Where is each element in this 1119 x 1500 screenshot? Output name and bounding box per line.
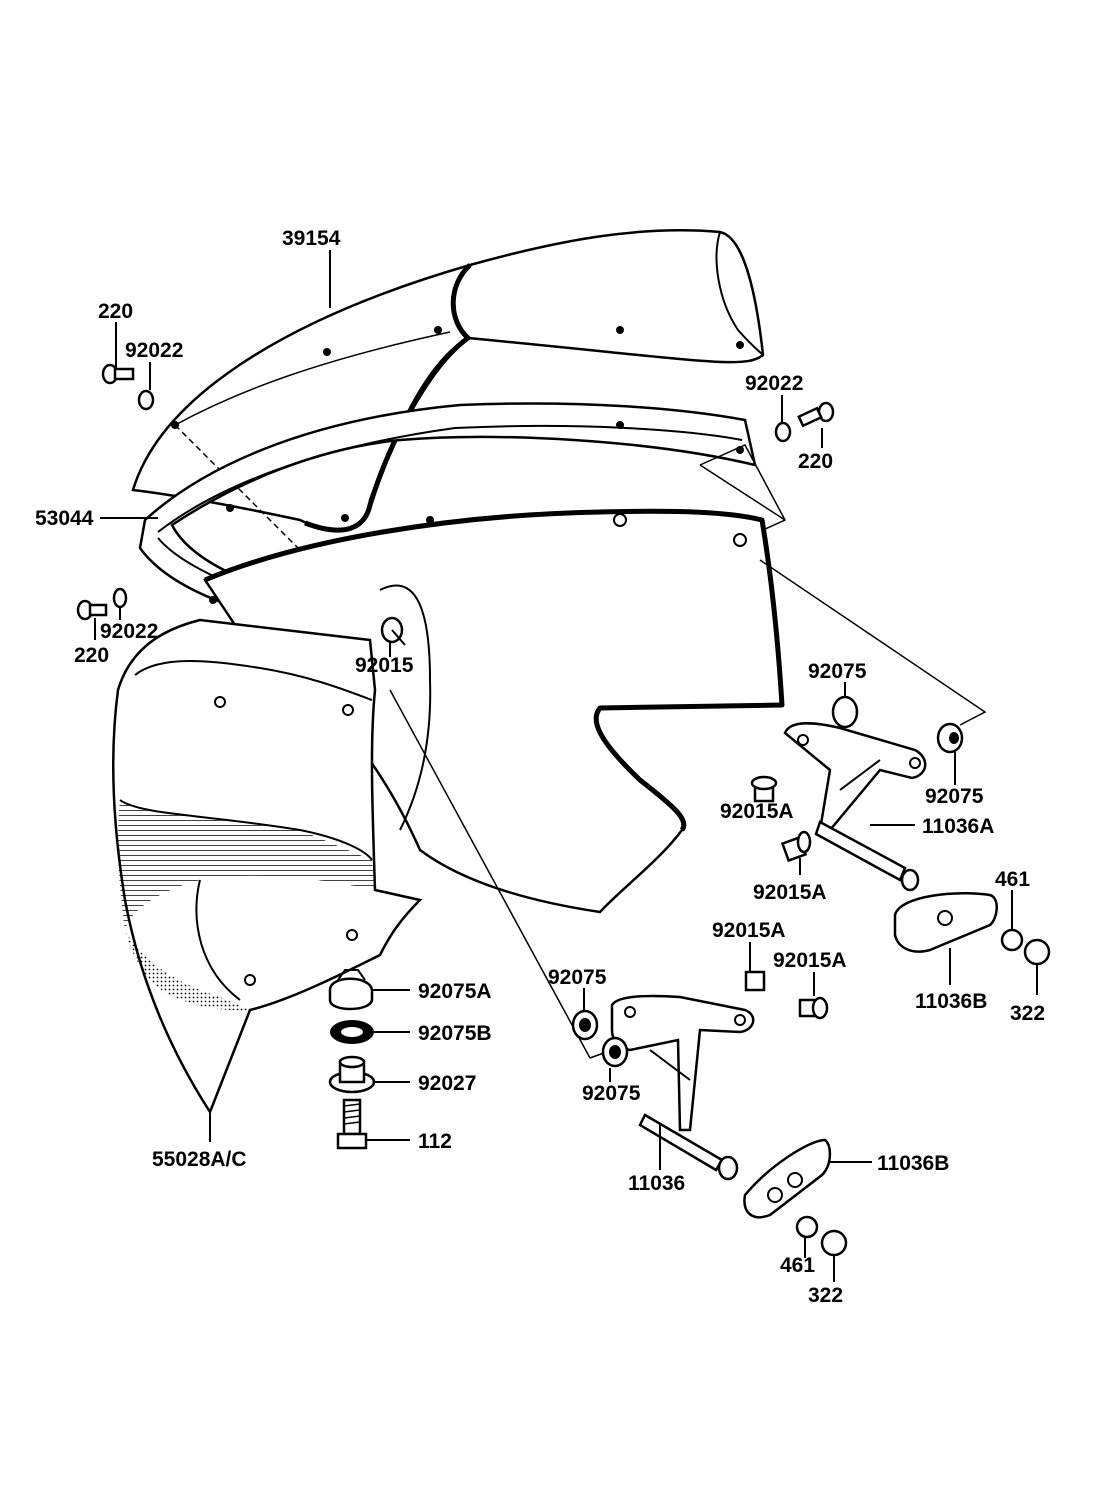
label-112: 112 <box>418 1130 452 1153</box>
upper-mount-bracket <box>783 722 927 832</box>
label-39154: 39154 <box>282 227 341 250</box>
plate-11036B-lower <box>743 1138 832 1219</box>
label-92022-a: 92022 <box>125 339 183 362</box>
bolt-92015A-lower <box>744 970 766 992</box>
grommet-92015 <box>380 616 406 646</box>
nut-461-upper <box>1000 928 1024 952</box>
label-461-b: 461 <box>780 1254 815 1277</box>
label-92075-c: 92075 <box>548 966 607 989</box>
grommet-92075-lower-2 <box>601 1036 629 1068</box>
label-11036: 11036 <box>628 1172 685 1195</box>
label-55028AC: 55028A/C <box>152 1148 247 1171</box>
label-92075-b: 92075 <box>925 785 984 808</box>
grommet-92075-upper-right <box>936 722 964 754</box>
washer-92075B <box>330 1020 374 1044</box>
cap-322-lower <box>820 1229 848 1257</box>
bolt-92015A-lower-2 <box>798 996 829 1020</box>
screw-220-left <box>76 599 108 621</box>
label-92075B: 92075B <box>418 1022 492 1045</box>
inner-panel <box>203 508 785 914</box>
bolt-92015A-upper-2 <box>780 830 812 863</box>
label-11036B-a: 11036B <box>915 990 987 1013</box>
label-92075A: 92075A <box>418 980 492 1003</box>
washer-92022-upper-right <box>774 421 792 443</box>
leader-lines <box>94 250 1038 1282</box>
nut-461-lower <box>795 1215 819 1239</box>
lower-mount-bracket <box>610 994 755 1132</box>
washer-92022-left <box>112 587 128 609</box>
label-220-b: 220 <box>798 450 833 473</box>
part-labels: 39154 220 92022 92022 220 53044 92022 22… <box>35 227 1045 1307</box>
label-92075-a: 92075 <box>808 660 867 683</box>
bolt-92015A-upper <box>750 775 778 803</box>
grommet-92075A <box>328 969 374 1011</box>
label-220-c: 220 <box>74 644 109 667</box>
label-92027: 92027 <box>418 1072 476 1095</box>
label-92015: 92015 <box>355 654 414 677</box>
label-322-b: 322 <box>808 1284 843 1307</box>
label-11036B-b: 11036B <box>877 1152 949 1175</box>
label-11036A: 11036A <box>922 815 994 838</box>
label-92022-c: 92022 <box>100 620 158 643</box>
grommet-92075-upper <box>831 695 859 729</box>
grommet-92075-lower <box>571 1009 599 1041</box>
label-92015A-b: 92015A <box>753 881 827 904</box>
plate-11036B-upper <box>893 891 998 953</box>
washer-92022-upper-left <box>137 389 155 411</box>
bolt-112 <box>336 1098 368 1150</box>
label-92015A-a: 92015A <box>720 800 794 823</box>
screw-220-upper-right <box>797 401 835 428</box>
label-92022-b: 92022 <box>745 372 803 395</box>
collar-92027 <box>328 1055 376 1094</box>
label-461-a: 461 <box>995 868 1030 891</box>
label-220-a: 220 <box>98 300 133 323</box>
rod-11036A <box>814 820 920 892</box>
screw-220-upper-left <box>101 363 135 385</box>
label-92015A-c: 92015A <box>712 919 786 942</box>
front-cowl-55028 <box>112 584 613 1115</box>
cap-322-upper <box>1023 938 1051 966</box>
label-92075-d: 92075 <box>582 1082 641 1105</box>
label-53044: 53044 <box>35 507 94 530</box>
label-92015A-d: 92015A <box>773 949 847 972</box>
label-322-a: 322 <box>1010 1002 1045 1025</box>
